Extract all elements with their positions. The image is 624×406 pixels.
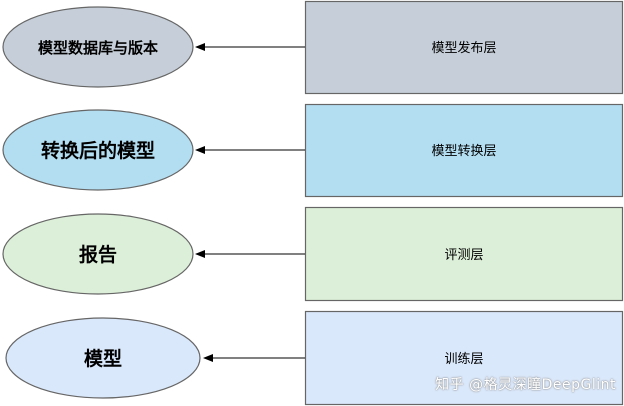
ellipse-label: 转换后的模型 [41, 139, 155, 162]
layer-box-label: 评测层 [444, 248, 483, 263]
output-ellipse-report [2, 213, 194, 295]
layer-box-label: 训练层 [444, 352, 483, 367]
layer-box-evaluation [304, 206, 624, 302]
layer-box-conversion [304, 103, 624, 198]
output-ellipse-model [5, 317, 201, 399]
layer-box-training [304, 310, 624, 406]
ellipse-label: 报告 [79, 243, 117, 266]
layer-box-label: 模型发布层 [431, 40, 496, 56]
layer-box-label: 模型转换层 [431, 144, 496, 159]
ellipse-label: 模型数据库与版本 [38, 39, 158, 57]
output-ellipse-converted-model [2, 109, 194, 191]
layer-box-release [304, 0, 624, 95]
ellipse-label: 模型 [84, 347, 122, 370]
watermark: 知乎 @格灵深瞳DeepGlint [435, 377, 616, 393]
output-ellipse-model-db [2, 6, 194, 88]
